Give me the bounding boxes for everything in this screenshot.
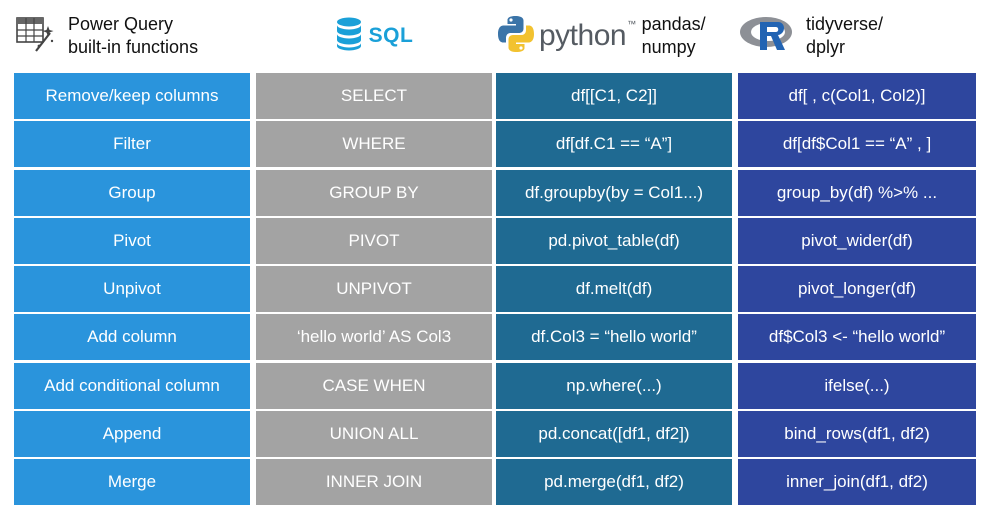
cell-sql: UNPIVOT bbox=[256, 266, 492, 312]
header-powerquery: Power Query built-in functions bbox=[14, 0, 250, 72]
cell-sql: GROUP BY bbox=[256, 169, 492, 216]
cell-python: np.where(...) bbox=[496, 362, 732, 409]
cell-sql: WHERE bbox=[256, 121, 492, 168]
cell-powerquery: Remove/keep columns bbox=[14, 73, 250, 119]
cell-r: df$Col3 <- “hello world” bbox=[738, 314, 976, 361]
cell-powerquery: Append bbox=[14, 410, 250, 457]
header-python: python™ pandas/ numpy bbox=[496, 0, 732, 72]
r-logo-icon bbox=[738, 12, 800, 61]
cell-python: df.groupby(by = Col1...) bbox=[496, 169, 732, 216]
header-r: tidyverse/ dplyr bbox=[738, 0, 976, 72]
python-logo-text: python™ bbox=[539, 19, 636, 53]
table-function-icon bbox=[14, 13, 56, 60]
cell-sql: UNION ALL bbox=[256, 410, 492, 457]
cell-python: df[[C1, C2]] bbox=[496, 73, 732, 119]
cell-r: group_by(df) %>% ... bbox=[738, 169, 976, 216]
cell-r: pivot_wider(df) bbox=[738, 217, 976, 264]
header-python-label: pandas/ numpy bbox=[641, 14, 706, 57]
cell-powerquery: Unpivot bbox=[14, 266, 250, 312]
cell-powerquery: Group bbox=[14, 169, 250, 216]
cell-python: pd.concat([df1, df2]) bbox=[496, 410, 732, 457]
cell-powerquery: Pivot bbox=[14, 217, 250, 264]
cell-r: ifelse(...) bbox=[738, 362, 976, 409]
cell-r: df[ , c(Col1, Col2)] bbox=[738, 73, 976, 119]
cell-r: bind_rows(df1, df2) bbox=[738, 410, 976, 457]
cell-sql: SELECT bbox=[256, 73, 492, 119]
cell-python: df[df.C1 == “A”] bbox=[496, 121, 732, 168]
cell-sql: CASE WHEN bbox=[256, 362, 492, 409]
database-icon bbox=[335, 16, 363, 57]
cell-sql: PIVOT bbox=[256, 217, 492, 264]
header-powerquery-label: Power Query built-in functions bbox=[68, 14, 199, 57]
header-row: Power Query built-in functions SQL pytho… bbox=[0, 0, 990, 72]
cell-sql: INNER JOIN bbox=[256, 459, 492, 505]
cell-r: inner_join(df1, df2) bbox=[738, 459, 976, 505]
python-logo-icon bbox=[496, 14, 536, 59]
cell-powerquery: Add column bbox=[14, 314, 250, 361]
cell-sql: ‘hello world’ AS Col3 bbox=[256, 314, 492, 361]
cell-powerquery: Add conditional column bbox=[14, 362, 250, 409]
header-r-label: tidyverse/ dplyr bbox=[806, 14, 884, 57]
cell-python: df.Col3 = “hello world” bbox=[496, 314, 732, 361]
sql-logo-text: SQL bbox=[368, 24, 414, 47]
python-trademark: ™ bbox=[627, 19, 636, 29]
cell-python: df.melt(df) bbox=[496, 266, 732, 312]
cell-r: pivot_longer(df) bbox=[738, 266, 976, 312]
cell-python: pd.merge(df1, df2) bbox=[496, 459, 732, 505]
header-sql: SQL bbox=[256, 0, 492, 72]
cell-powerquery: Merge bbox=[14, 459, 250, 505]
cell-powerquery: Filter bbox=[14, 121, 250, 168]
cell-python: pd.pivot_table(df) bbox=[496, 217, 732, 264]
python-logo-word: python bbox=[539, 19, 627, 52]
cell-r: df[df$Col1 == “A” , ] bbox=[738, 121, 976, 168]
